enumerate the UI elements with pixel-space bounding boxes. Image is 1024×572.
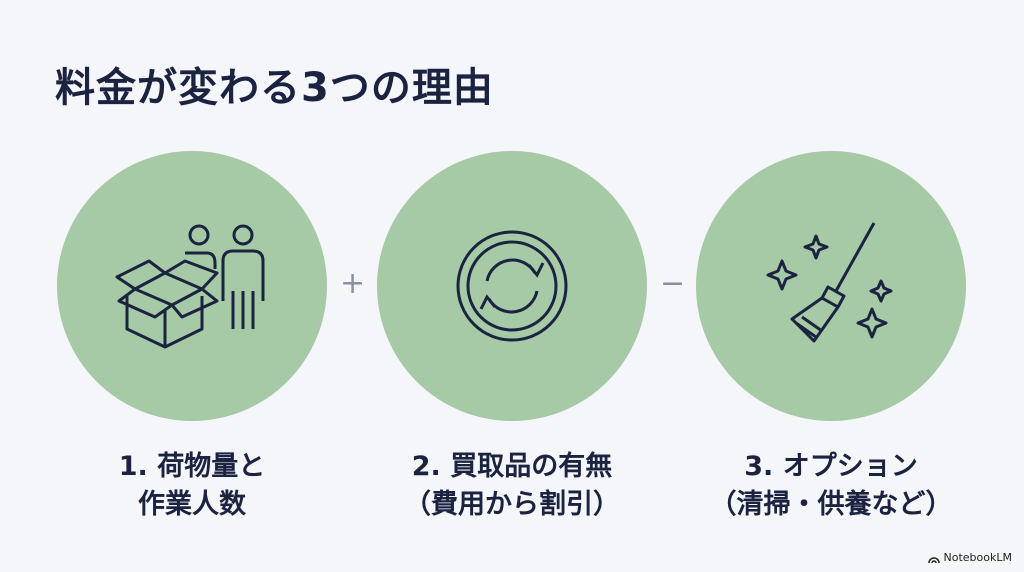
reason-1-title: 1. 荷物量と bbox=[118, 451, 266, 482]
refresh-cycle-icon bbox=[456, 230, 568, 342]
notebooklm-watermark: NotebookLM bbox=[927, 551, 1012, 564]
reason-2-subtitle: （費用から割引） bbox=[404, 489, 620, 520]
plus-operator: + bbox=[340, 266, 366, 301]
circle-luggage-workers bbox=[57, 151, 327, 421]
reason-label-1: 1. 荷物量と 作業人数 bbox=[32, 448, 352, 524]
page-title: 料金が変わる3つの理由 bbox=[55, 65, 494, 111]
reason-3-title: 3. オプション bbox=[744, 451, 918, 482]
reason-3-subtitle: （清掃・供養など） bbox=[709, 489, 953, 520]
reason-label-2: 2. 買取品の有無 （費用から割引） bbox=[352, 448, 672, 524]
circle-buyback bbox=[377, 151, 647, 421]
reason-2-title: 2. 買取品の有無 bbox=[411, 451, 613, 482]
broom-sparkle-icon bbox=[766, 222, 893, 343]
brand-label: NotebookLM bbox=[943, 551, 1012, 564]
box-and-people-icon bbox=[115, 224, 265, 349]
reason-1-subtitle: 作業人数 bbox=[138, 489, 246, 520]
reason-label-3: 3. オプション （清掃・供養など） bbox=[671, 448, 991, 524]
minus-operator: − bbox=[660, 266, 686, 301]
circle-options bbox=[696, 151, 966, 421]
notebooklm-logo-icon bbox=[927, 556, 940, 563]
